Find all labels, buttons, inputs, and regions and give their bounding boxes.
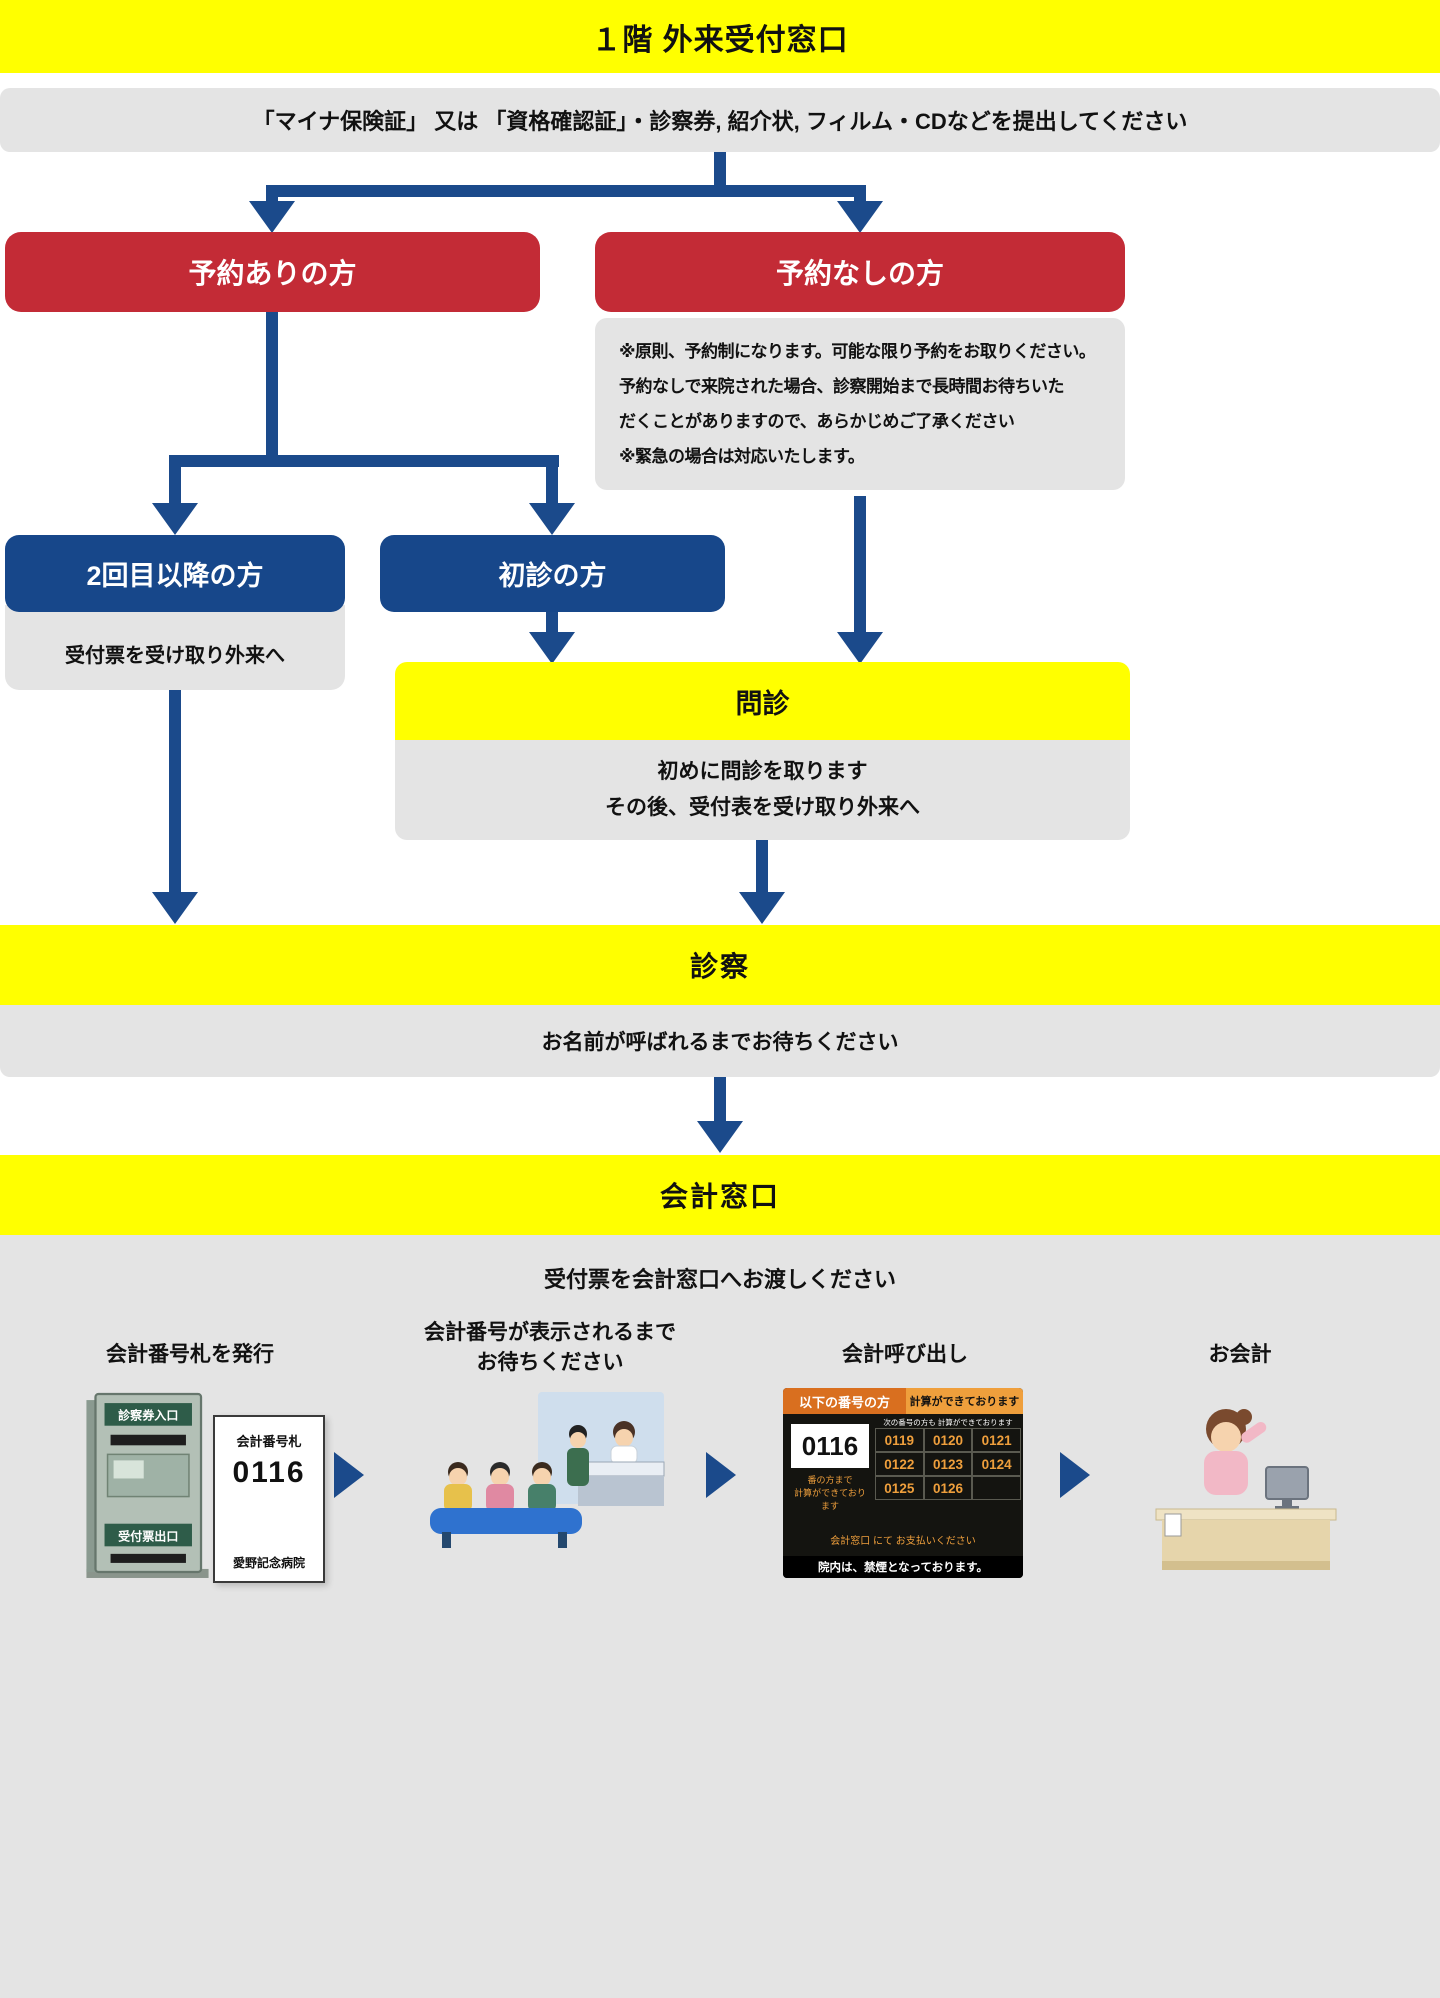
ticket-machine-icon: 診察券入口 受付票出口 — [86, 1392, 209, 1578]
board-current-number: 0116 — [791, 1424, 869, 1468]
ticket-machine-illustration: 診察券入口 受付票出口 — [60, 1385, 235, 1581]
flow-line — [169, 455, 181, 505]
flow-line — [854, 496, 866, 636]
step-label-wait-line2: お待ちください — [476, 1351, 624, 1374]
note-line: 予約なしで来院された場合、診察開始まで長時間お待ちいた — [619, 377, 1065, 396]
board-next-note: 次の番号の方も 計算ができております — [883, 1418, 1013, 1427]
step-label-wait-line1: 会計番号が表示されるまで — [424, 1321, 676, 1344]
flow-arrowhead — [837, 632, 883, 664]
machine-top-label: 診察券入口 — [118, 1408, 178, 1423]
flow-line — [714, 152, 726, 194]
step-label-call: 会計呼び出し — [842, 1343, 968, 1366]
payment-call-board: 以下の番号の方 計算ができております 0116 次の番号の方も 計算ができており… — [783, 1388, 1023, 1578]
board-left-note: 番の方まで 計算ができております — [791, 1474, 869, 1513]
board-number: 0120 — [923, 1428, 973, 1452]
board-left-note-line1: 番の方まで — [807, 1475, 853, 1485]
step-arrow-icon — [334, 1452, 364, 1498]
waiting-icon — [430, 1392, 665, 1548]
first-visit-box: 初診の方 — [380, 535, 725, 612]
board-number: 0119 — [875, 1428, 924, 1452]
flow-arrowhead — [697, 1121, 743, 1153]
flow-line — [266, 185, 866, 197]
board-number — [972, 1476, 1021, 1500]
board-header-left: 以下の番号の方 — [783, 1388, 906, 1414]
board-header-right: 計算ができております — [905, 1388, 1023, 1414]
page-title: １階 外来受付窓口 — [0, 0, 1440, 73]
cashier-icon — [1155, 1409, 1337, 1570]
flow-line — [714, 1077, 726, 1123]
flow-arrowhead — [529, 632, 575, 664]
note-line: ※緊急の場合は対応いたします。 — [619, 447, 865, 466]
interview-note-line: 初めに問診を取ります — [657, 760, 868, 783]
without-reservation-box: 予約なしの方 — [595, 232, 1125, 312]
note-line: ※原則、予約制になります。可能な限り予約をお取りください。 — [619, 342, 1096, 361]
step-arrow-icon — [706, 1452, 736, 1498]
without-reservation-note: ※原則、予約制になります。可能な限り予約をお取りください。 予約なしで来院された… — [595, 318, 1125, 490]
interview-note: 初めに問診を取ります その後、受付表を受け取り外来へ — [395, 740, 1130, 840]
interview-note-line: その後、受付表を受け取り外来へ — [605, 796, 920, 819]
payment-title: 会計窓口 — [0, 1155, 1440, 1235]
flow-arrowhead — [152, 892, 198, 924]
board-pay-note: 会計窓口 にて お支払いください — [830, 1536, 976, 1547]
board-number-grid: 0119 0120 0121 0122 0123 0124 0125 0126 — [875, 1428, 1021, 1500]
step-arrow-icon — [1060, 1452, 1090, 1498]
flow-arrowhead — [152, 503, 198, 535]
flow-line — [169, 455, 559, 467]
revisit-box: 2回目以降の方 — [5, 535, 345, 612]
board-left-note-line2: 計算ができております — [794, 1488, 866, 1511]
board-number: 0123 — [923, 1452, 973, 1476]
flow-line — [546, 455, 558, 505]
payment-subtitle: 受付票を会計窓口へお渡しください — [543, 1267, 896, 1292]
machine-bottom-label: 受付票出口 — [118, 1528, 178, 1543]
payment-section — [0, 1235, 1440, 1998]
interview-title: 問診 — [395, 662, 1130, 740]
ticket-hospital: 愛野記念病院 — [232, 1556, 305, 1570]
intro-note: 「マイナ保険証」 又は 「資格確認証」・診察券, 紹介状, フィルム・CDなどを… — [0, 88, 1440, 152]
examination-note: お名前が呼ばれるまでお待ちください — [0, 1005, 1440, 1077]
board-number: 0121 — [972, 1428, 1021, 1452]
flow-line — [266, 312, 278, 467]
flow-arrowhead — [837, 201, 883, 233]
board-header: 以下の番号の方 計算ができております — [783, 1388, 1023, 1414]
step-label-wait: 会計番号が表示されるまで お待ちください — [395, 1318, 705, 1378]
flow-line — [756, 840, 768, 895]
board-number: 0122 — [875, 1452, 924, 1476]
waiting-illustration — [428, 1390, 668, 1568]
flow-line — [546, 612, 558, 636]
revisit-note-text: 受付票を受け取り外来へ — [65, 645, 285, 667]
flow-arrowhead — [739, 892, 785, 924]
board-footer: 院内は、禁煙となっております。 — [783, 1556, 1023, 1578]
examination-title: 診察 — [0, 925, 1440, 1005]
board-number: 0126 — [923, 1476, 973, 1500]
flow-arrowhead — [529, 503, 575, 535]
ticket-number: 0116 — [232, 1456, 306, 1489]
board-number: 0124 — [972, 1452, 1021, 1476]
step-label-pay: お会計 — [1208, 1343, 1272, 1366]
number-ticket: 会計番号札 0116 愛野記念病院 — [213, 1415, 325, 1583]
flow-line — [854, 185, 866, 205]
with-reservation-box: 予約ありの方 — [5, 232, 540, 312]
step-label-issue-ticket: 会計番号札を発行 — [106, 1343, 274, 1366]
flow-line — [169, 690, 181, 895]
flow-line — [266, 185, 278, 205]
ticket-title: 会計番号札 — [236, 1434, 302, 1449]
board-number: 0125 — [875, 1476, 924, 1500]
flow-arrowhead — [249, 201, 295, 233]
note-line: だくことがありますので、あらかじめご了承ください — [619, 412, 1015, 431]
revisit-note: 受付票を受け取り外来へ — [5, 605, 345, 690]
cashier-illustration — [1148, 1393, 1343, 1575]
